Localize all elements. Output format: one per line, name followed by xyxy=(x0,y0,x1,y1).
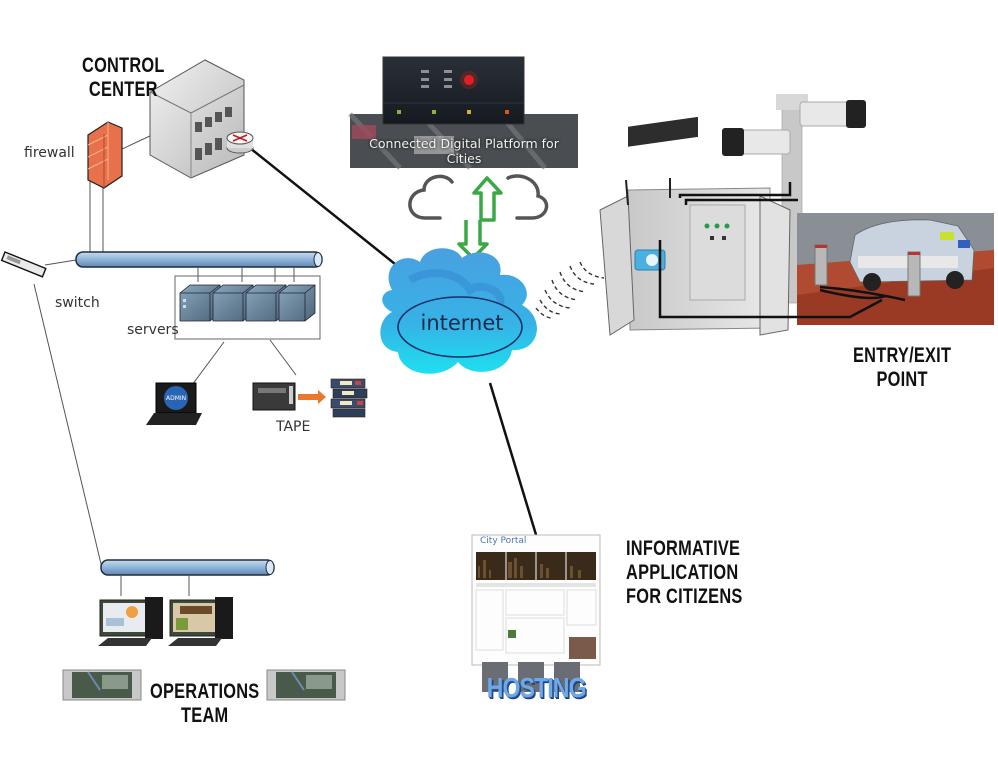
control-center-label: CONTROL CENTER xyxy=(82,54,165,102)
servers-label: servers xyxy=(127,322,179,338)
tape-arrow-icon xyxy=(298,390,326,404)
internet-cloud-icon xyxy=(380,248,537,374)
switch-icon xyxy=(0,251,47,278)
internet-portal-link xyxy=(488,382,539,539)
citizens-app-label-line3: FOR CITIZENS xyxy=(626,585,743,608)
control-center-building-icon xyxy=(149,59,245,179)
switch-label: switch xyxy=(55,295,100,311)
video-wall-display-icon xyxy=(266,669,346,701)
backbone-top xyxy=(75,251,323,268)
firewall-label: firewall xyxy=(24,145,75,161)
city-portal-screenshot xyxy=(471,534,601,666)
internet-label: internet xyxy=(420,311,504,335)
tape-cartridges-icon xyxy=(330,378,368,418)
tape-label: TAPE xyxy=(276,419,311,435)
server-rack-icons xyxy=(179,284,316,322)
router-internet-link xyxy=(249,147,401,269)
citizens-app-label-line1: INFORMATIVE xyxy=(626,537,741,560)
platform-dashboard-image xyxy=(348,56,578,170)
security-camera-icon xyxy=(799,100,866,128)
platform-caption: Connected Digital Platform for Cities xyxy=(369,136,559,166)
admin-label: ADMIN xyxy=(166,395,187,402)
video-wall-display-icon xyxy=(62,669,142,701)
cloud-outline-icon xyxy=(408,174,549,220)
switch-operations-link xyxy=(33,283,103,569)
router-icon xyxy=(226,131,254,154)
entry-exit-label-line2: POINT xyxy=(876,368,928,391)
hosting-label: HOSTING xyxy=(486,672,587,703)
control-cabinet-icon xyxy=(599,116,883,336)
control-center-label-line1: CONTROL xyxy=(82,54,165,77)
entry-exit-label-line1: ENTRY/EXIT xyxy=(853,344,952,367)
servers-tape-link xyxy=(269,339,297,376)
citizens-app-label: INFORMATIVE APPLICATION FOR CITIZENS xyxy=(626,537,743,609)
hosting-servers-icon xyxy=(482,662,580,692)
operations-team-label-line2: TEAM xyxy=(181,704,229,727)
security-camera-icon xyxy=(722,128,791,156)
wireless-signal-icon xyxy=(535,261,605,319)
tape-drive-icon xyxy=(252,382,296,411)
operations-team-label: OPERATIONS TEAM xyxy=(150,680,259,728)
control-center-label-line2: CENTER xyxy=(88,78,158,101)
operations-team-label-line1: OPERATIONS xyxy=(150,680,260,703)
backbone-bottom xyxy=(100,559,275,576)
bidirectional-arrow-icon xyxy=(457,176,503,260)
workstation-icon xyxy=(98,597,163,646)
firewall-icon xyxy=(87,121,123,189)
workstation-icon xyxy=(168,597,233,646)
servers-admin-link xyxy=(191,341,225,386)
entry-exit-label: ENTRY/EXIT POINT xyxy=(853,344,951,392)
citizens-app-label-line2: APPLICATION xyxy=(626,561,739,584)
admin-laptop-icon xyxy=(146,382,202,425)
switch-backbone-link xyxy=(44,259,77,266)
servers-group-box xyxy=(174,275,321,340)
city-portal-title: City Portal xyxy=(480,536,527,546)
bollard-street-photo xyxy=(797,213,994,325)
firewall-building-link xyxy=(119,134,153,151)
